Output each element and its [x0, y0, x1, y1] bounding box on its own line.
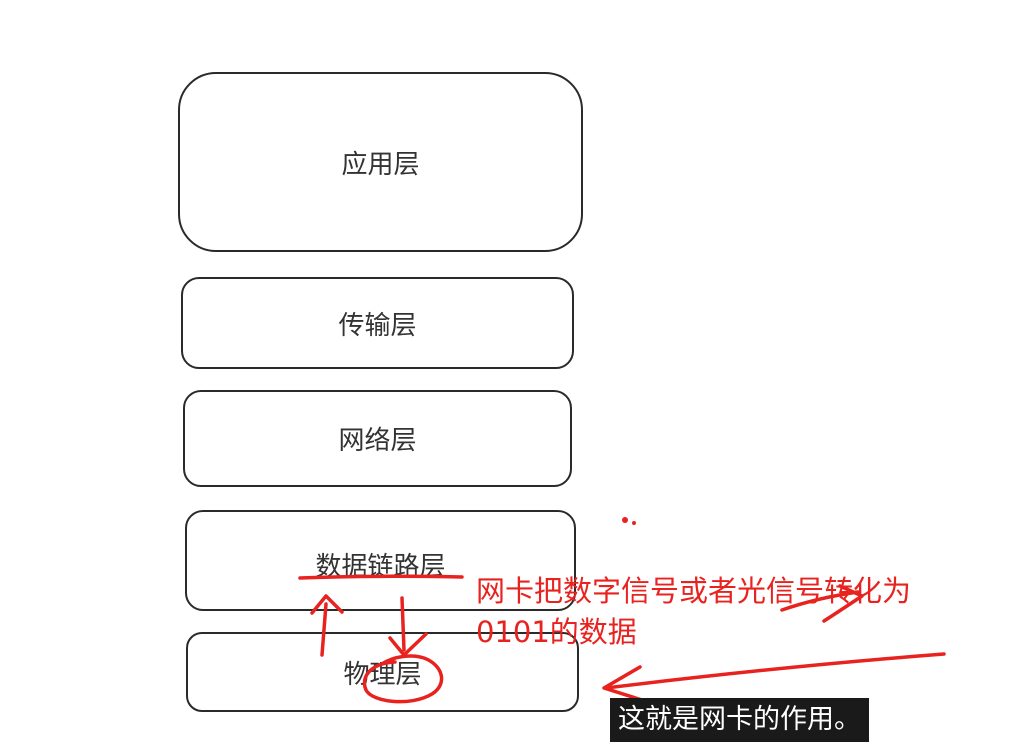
physical-pointer-line — [604, 652, 946, 690]
ink-dot — [622, 517, 628, 523]
transport-layer-box: 传输层 — [181, 277, 574, 369]
annotation-line-2: 0101的数据 — [476, 615, 637, 649]
annotation-line-1: 网卡把数字信号或者光信号转化为 — [476, 574, 912, 608]
physical-pointer-head — [602, 665, 644, 702]
ink-dot — [632, 521, 636, 525]
data-link-layer-label: 数据链路层 — [315, 552, 446, 582]
physical-layer-label: 物理层 — [343, 659, 422, 690]
video-subtitle: 这就是网卡的作用。 — [610, 698, 869, 742]
network-layer-label: 网络层 — [338, 426, 417, 456]
transport-layer-label: 传输层 — [338, 310, 417, 341]
subtitle-text: 这就是网卡的作用。 — [618, 704, 861, 735]
network-layer-box: 网络层 — [183, 390, 572, 487]
application-layer-box: 应用层 — [178, 72, 583, 252]
application-layer-label: 应用层 — [341, 149, 420, 180]
